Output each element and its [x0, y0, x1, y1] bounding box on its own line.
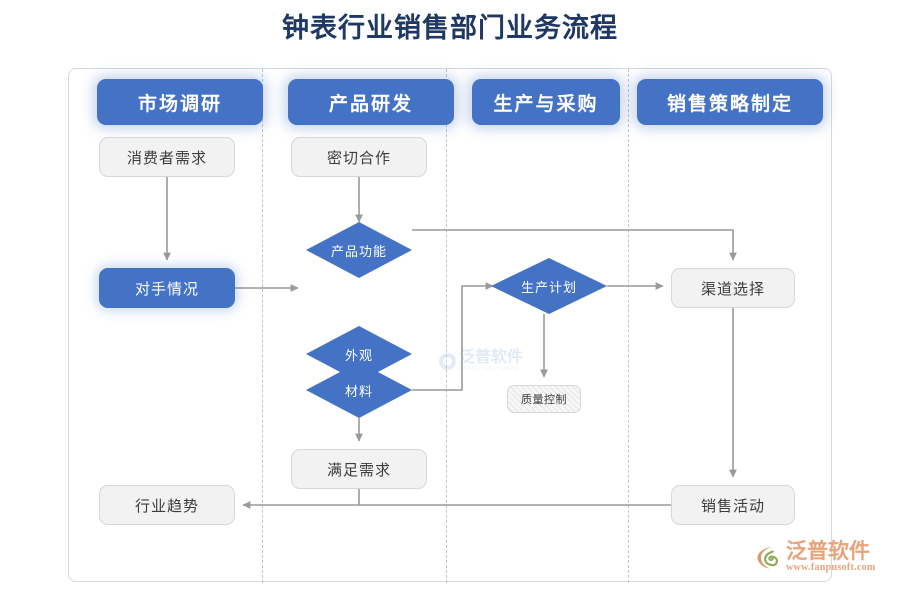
node-product-function[interactable]: 产品功能	[306, 222, 412, 278]
node-label: 满足需求	[326, 461, 391, 479]
page-title: 钟表行业销售部门业务流程	[282, 13, 618, 43]
column-header-label: 市场调研	[137, 93, 222, 115]
column-header-label: 生产与采购	[493, 93, 599, 115]
node-label: 外观	[344, 347, 373, 363]
column-header-label: 产品研发	[328, 93, 413, 115]
column-header-sales-strategy[interactable]: 销售策略制定	[637, 79, 823, 125]
column-divider-1	[262, 69, 263, 583]
node-label: 生产计划	[520, 279, 577, 295]
node-consumer-demand[interactable]: 消费者需求	[99, 137, 235, 177]
node-label: 渠道选择	[700, 280, 765, 298]
node-material[interactable]: 材料	[306, 362, 412, 418]
column-divider-2	[446, 69, 447, 583]
node-label: 消费者需求	[126, 149, 207, 167]
node-close-cooperation[interactable]: 密切合作	[291, 137, 427, 177]
node-label: 密切合作	[326, 149, 391, 167]
column-header-label: 销售策略制定	[666, 93, 793, 115]
node-label: 质量控制	[521, 394, 567, 406]
node-sales-activity[interactable]: 销售活动	[671, 485, 795, 525]
node-competitor-status[interactable]: 对手情况	[99, 268, 235, 308]
flowchart-board: 市场调研 产品研发 生产与采购 销售策略制定 消费者需求 对手情况 行业趋势 密…	[68, 68, 832, 583]
column-header-production[interactable]: 生产与采购	[472, 79, 620, 125]
node-label: 材料	[344, 383, 373, 399]
node-label: 销售活动	[700, 497, 765, 515]
node-quality-control[interactable]: 质量控制	[507, 385, 581, 413]
wire-function-to-channel	[412, 229, 737, 261]
column-divider-3	[628, 69, 629, 583]
node-channel-selection[interactable]: 渠道选择	[671, 268, 795, 308]
node-label: 产品功能	[330, 243, 387, 259]
node-meet-demand[interactable]: 满足需求	[291, 449, 427, 489]
node-label: 对手情况	[134, 280, 199, 298]
node-industry-trend[interactable]: 行业趋势	[99, 485, 235, 525]
column-header-market-research[interactable]: 市场调研	[97, 79, 263, 125]
node-production-plan[interactable]: 生产计划	[491, 258, 607, 314]
column-header-product-rnd[interactable]: 产品研发	[288, 79, 454, 125]
node-label: 行业趋势	[134, 497, 199, 515]
wire-material-to-plan	[412, 282, 494, 391]
